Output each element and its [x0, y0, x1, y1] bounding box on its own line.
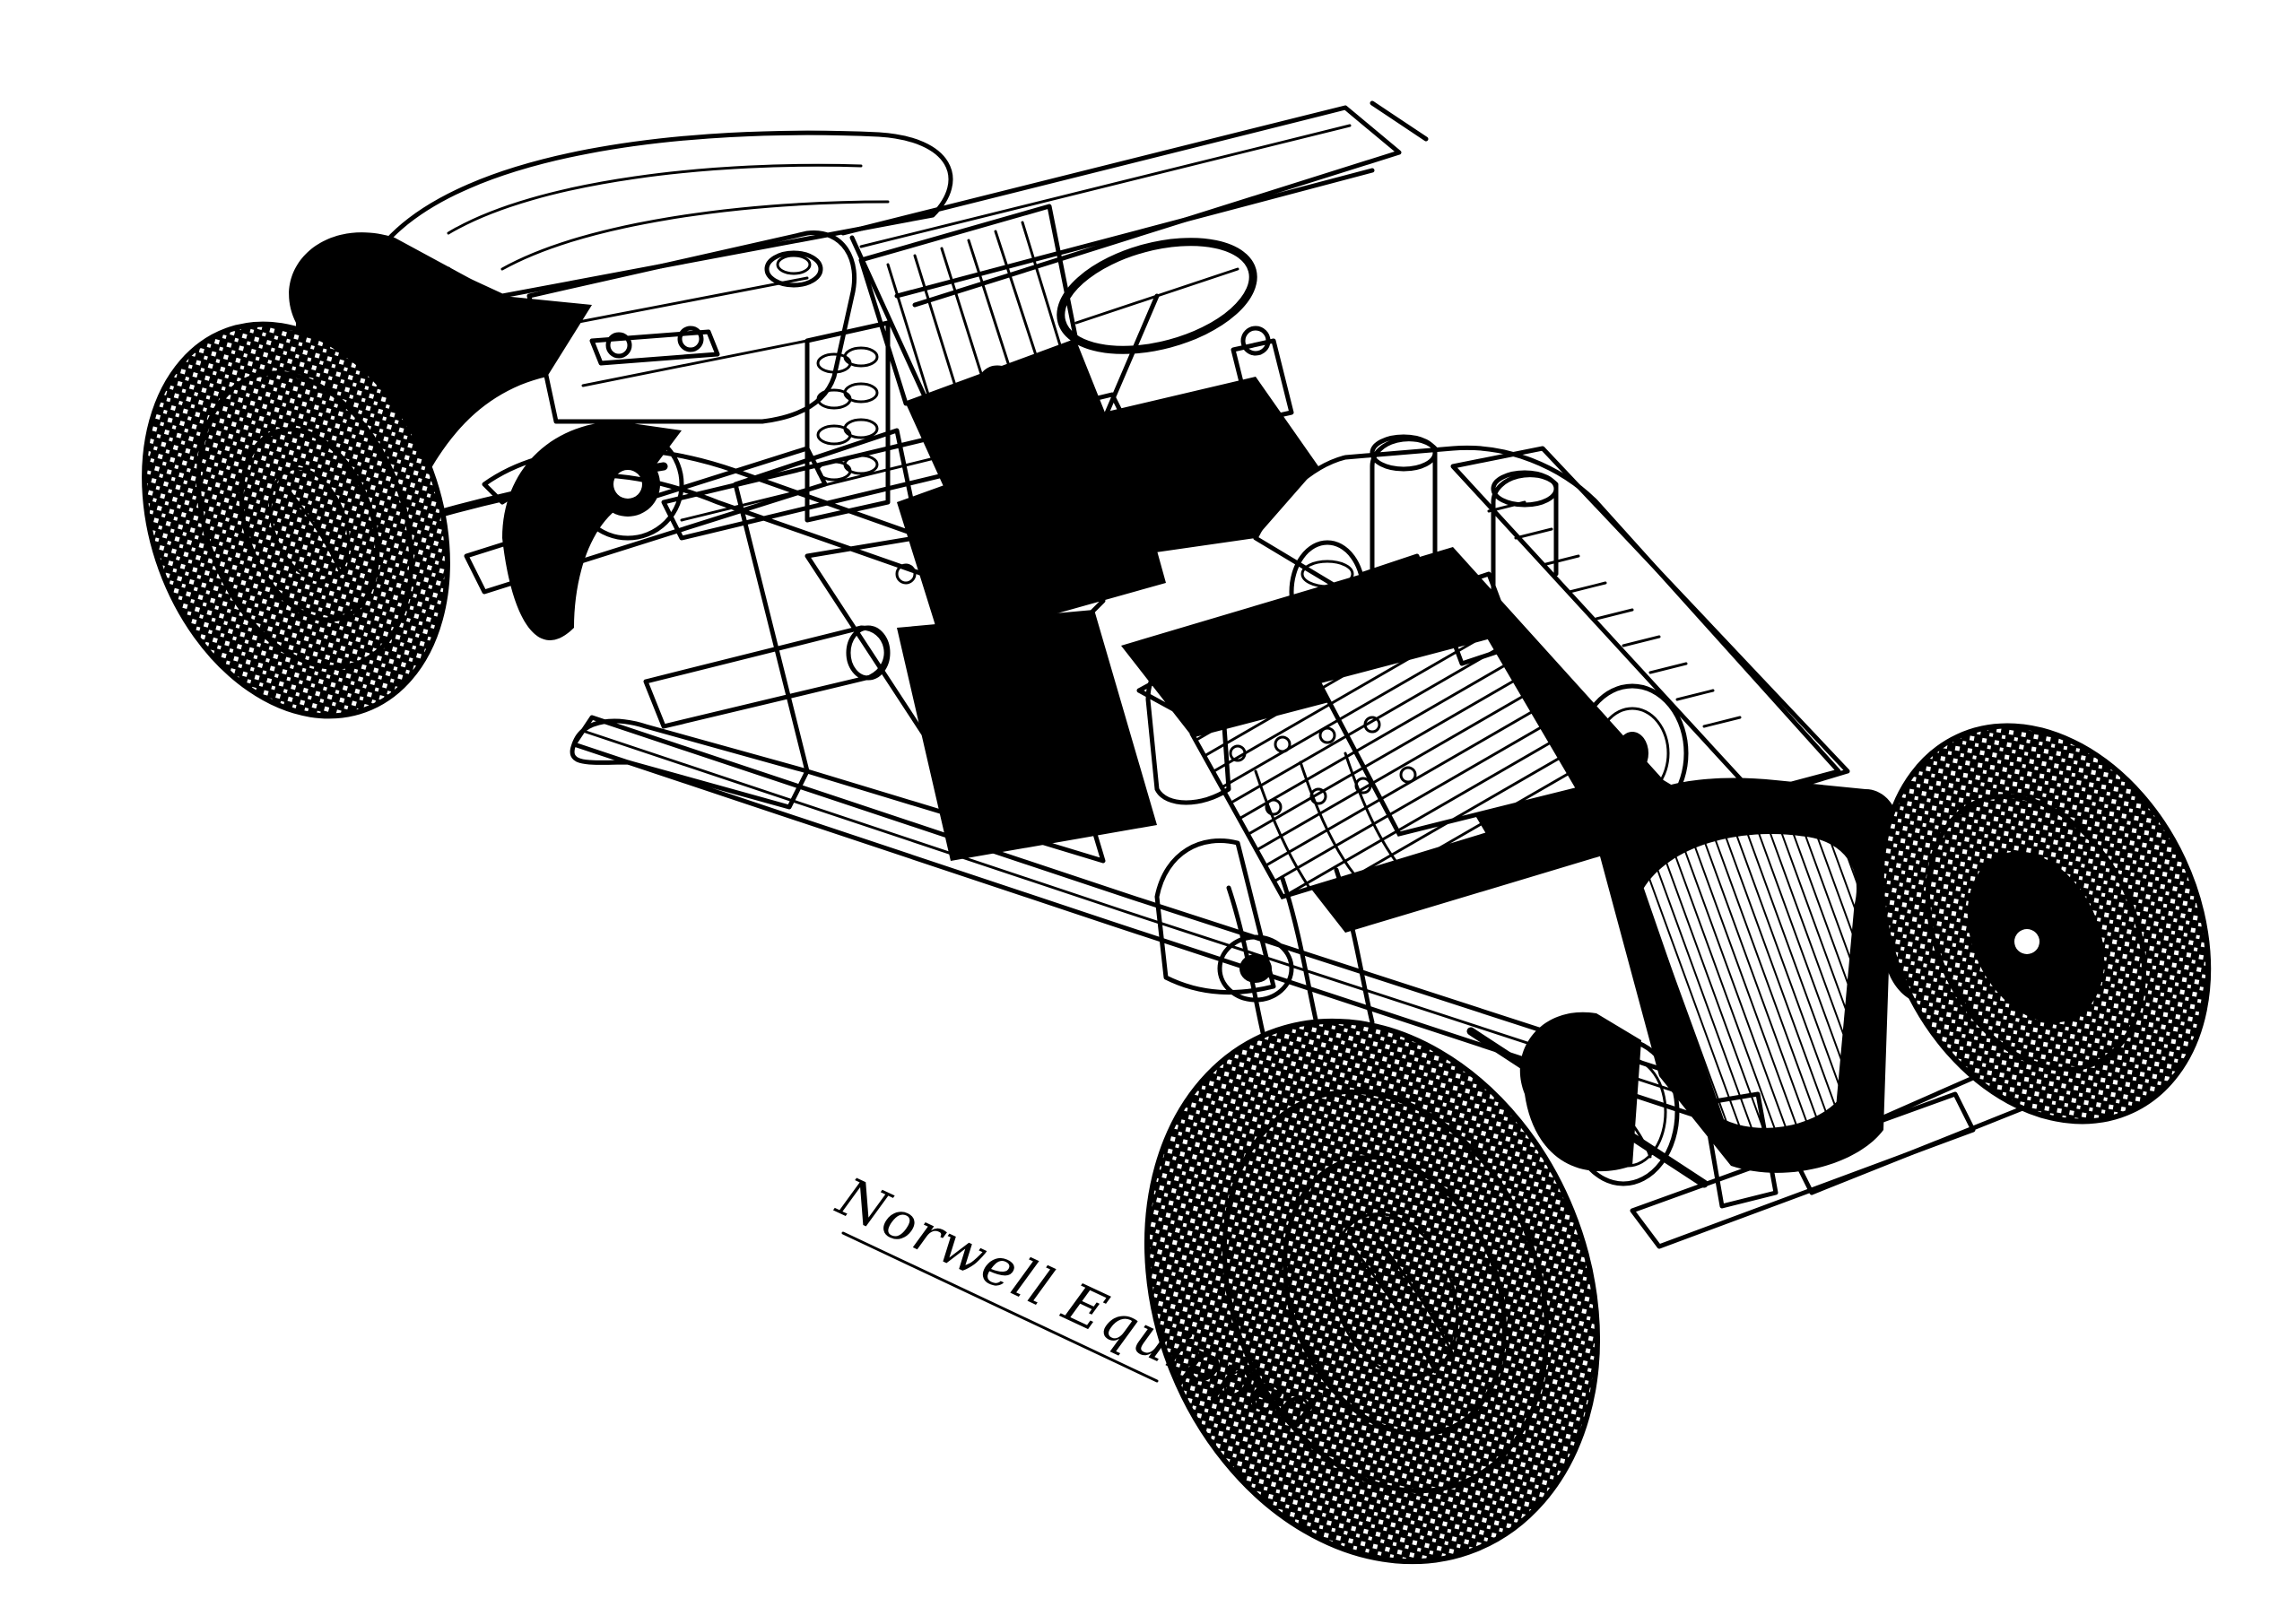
cockpit [733, 204, 1318, 864]
fuel-tank [526, 230, 857, 424]
radiator-grille [1596, 777, 1900, 1209]
rear-spring [589, 326, 720, 366]
windshield [840, 100, 1429, 397]
front-left-wheel [1144, 1018, 1601, 1565]
rear-left-wheel [142, 321, 450, 719]
left-headlight [1519, 1012, 1680, 1186]
engine-bay [1121, 434, 1704, 1043]
front-right-wheel [1878, 723, 2212, 1125]
